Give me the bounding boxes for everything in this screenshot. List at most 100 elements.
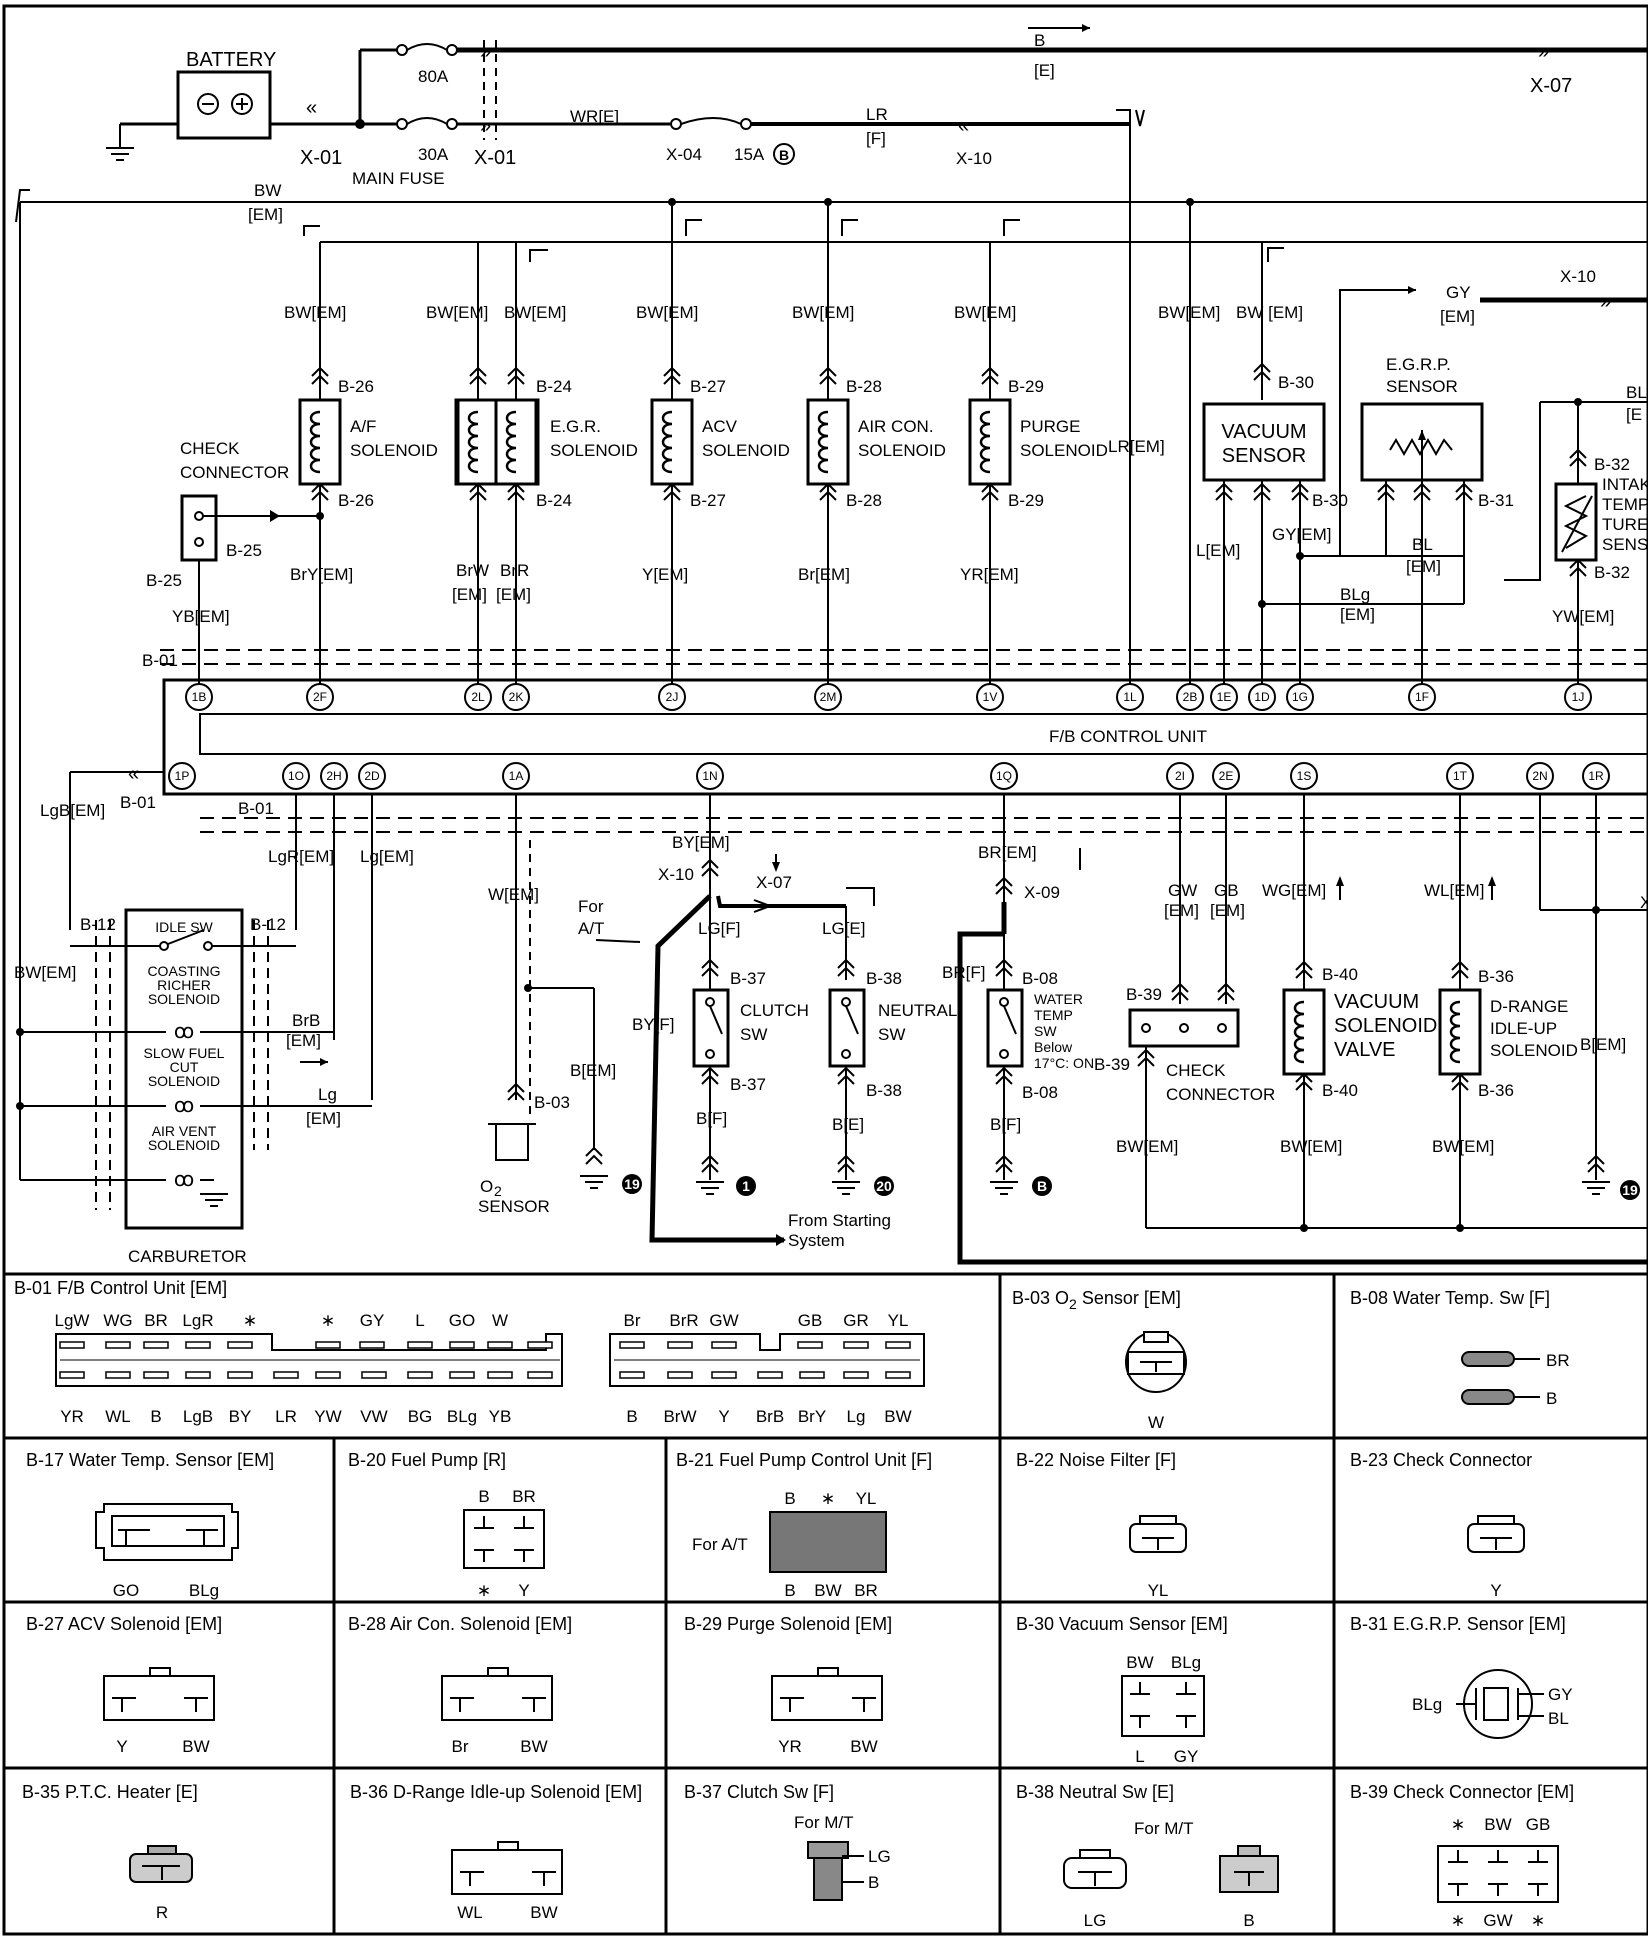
svg-text:2E: 2E xyxy=(1219,769,1234,783)
svg-text:1F: 1F xyxy=(1415,690,1429,704)
b01-pin-label: Lg xyxy=(847,1407,866,1426)
svg-text:B-37: B-37 xyxy=(730,969,766,988)
svg-text:2K: 2K xyxy=(509,690,524,704)
svg-text:BrR: BrR xyxy=(500,561,529,580)
pin-2d: 2D xyxy=(358,762,386,790)
svg-text:A/T: A/T xyxy=(578,919,604,938)
neutral-switch: LG[E] B-38 NEUTRAL SW B-38 B[E] 20 xyxy=(822,919,957,1196)
pin-2n: 2N xyxy=(1526,762,1554,790)
svg-text:GY: GY xyxy=(1548,1685,1573,1704)
b01-pin-label: YB xyxy=(489,1407,512,1426)
svg-text:BW[EM]: BW[EM] xyxy=(954,303,1016,322)
svg-text:BW[EM]: BW[EM] xyxy=(284,303,346,322)
svg-text:BW[EM]: BW[EM] xyxy=(792,303,854,322)
svg-text:BW: BW xyxy=(1126,1653,1153,1672)
svg-text:GY: GY xyxy=(1174,1747,1199,1766)
svg-text:X: X xyxy=(1640,893,1648,912)
connector-b39: B-39 Check Connector [EM] ∗ BW GB ∗ GW ∗ xyxy=(1350,1782,1574,1930)
wire-lr-em: LR[EM] xyxy=(1108,437,1165,456)
svg-text:BW: BW xyxy=(530,1903,557,1922)
b01-pin-label: LgW xyxy=(55,1311,90,1330)
svg-text:»: » xyxy=(1600,291,1611,313)
svg-text:For: For xyxy=(578,897,604,916)
pin-1s: 1S xyxy=(1290,762,1318,790)
conn-arrow-x01: « xyxy=(306,97,317,119)
connector-b08: B-08 Water Temp. Sw [F] BR B xyxy=(1350,1288,1570,1408)
svg-text:∗: ∗ xyxy=(1531,1911,1545,1930)
svg-text:B: B xyxy=(1034,31,1045,50)
svg-text:System: System xyxy=(788,1231,845,1250)
svg-text:B-27: B-27 xyxy=(690,377,726,396)
svg-text:B-40: B-40 xyxy=(1322,965,1358,984)
b01-pin-label: BR xyxy=(144,1311,168,1330)
clutch-switch: BY[EM] X-10 For A/T X-07 LG[F] B-37 BY[F… xyxy=(578,794,891,1250)
carburetor: « B-01 LgB[EM] B-01 LgR[EM] Lg[EM] B-12 … xyxy=(14,763,414,1266)
svg-text:B-24: B-24 xyxy=(536,491,572,510)
svg-text:ꝏ: ꝏ xyxy=(174,1021,194,1043)
svg-text:B-08: B-08 xyxy=(1022,969,1058,988)
check-connector-b25: CHECK CONNECTOR B-25 B-25 YB[EM] xyxy=(146,439,324,700)
check-connector-b39: GW [EM] GB [EM] B-39 B-39 CHECK CONNECTO… xyxy=(1094,794,1648,1229)
svg-text:B-03 O2 Sensor [EM]: B-03 O2 Sensor [EM] xyxy=(1012,1288,1181,1312)
svg-text:1B: 1B xyxy=(192,690,207,704)
svg-text:BW: BW xyxy=(850,1737,877,1756)
svg-text:BR: BR xyxy=(854,1581,878,1600)
svg-text:B-08 Water Temp. Sw [F]: B-08 Water Temp. Sw [F] xyxy=(1350,1288,1550,1308)
svg-text:∗: ∗ xyxy=(1451,1815,1465,1834)
svg-text:B-25: B-25 xyxy=(146,571,182,590)
svg-text:B-12: B-12 xyxy=(80,915,116,934)
svg-text:GO: GO xyxy=(113,1581,139,1600)
svg-text:D-RANGE: D-RANGE xyxy=(1490,997,1568,1016)
svg-text:E.G.R.: E.G.R. xyxy=(550,417,601,436)
svg-text:BW[EM]: BW[EM] xyxy=(1432,1137,1494,1156)
svg-text:For M/T: For M/T xyxy=(794,1813,854,1832)
svg-text:BW[EM]: BW[EM] xyxy=(1116,1137,1178,1156)
svg-text:CHECK: CHECK xyxy=(1166,1061,1226,1080)
svg-text:X-07: X-07 xyxy=(756,873,792,892)
svg-text:Br[EM]: Br[EM] xyxy=(798,565,850,584)
b01-pin-label: Br xyxy=(624,1311,641,1330)
svg-text:B[F]: B[F] xyxy=(990,1115,1021,1134)
svg-text:B-27 ACV Solenoid [EM]: B-27 ACV Solenoid [EM] xyxy=(26,1614,222,1634)
svg-text:BrB: BrB xyxy=(292,1011,320,1030)
svg-text:Y: Y xyxy=(518,1581,529,1600)
pin-2e: 2E xyxy=(1212,762,1240,790)
pin-2k: 2K xyxy=(502,683,530,711)
svg-text:LG[F]: LG[F] xyxy=(698,919,741,938)
svg-text:From Starting: From Starting xyxy=(788,1211,891,1230)
x07-label: X-07 xyxy=(1530,75,1572,97)
svg-text:BW: BW xyxy=(520,1737,547,1756)
svg-text:X-10: X-10 xyxy=(658,865,694,884)
svg-text:[E: [E xyxy=(1626,405,1642,424)
svg-text:B-31 E.G.R.P. Sensor [EM]: B-31 E.G.R.P. Sensor [EM] xyxy=(1350,1614,1566,1634)
svg-text:1G: 1G xyxy=(1292,690,1308,704)
svg-text:WATER: WATER xyxy=(1034,991,1083,1007)
svg-text:TEMP: TEMP xyxy=(1034,1007,1073,1023)
b01-pin-label: B xyxy=(150,1407,161,1426)
svg-text:2M: 2M xyxy=(820,690,837,704)
svg-text:B-27: B-27 xyxy=(690,491,726,510)
svg-text:For A/T: For A/T xyxy=(692,1535,748,1554)
svg-text:ꝏ: ꝏ xyxy=(174,1169,194,1191)
b01-pin-label: GW xyxy=(709,1311,738,1330)
svg-text:GY[EM]: GY[EM] xyxy=(1272,525,1332,544)
svg-text:Lg[EM]: Lg[EM] xyxy=(360,847,414,866)
svg-text:2F: 2F xyxy=(313,690,327,704)
svg-text:»: » xyxy=(1538,41,1549,63)
svg-text:X-10: X-10 xyxy=(1560,267,1596,286)
svg-text:SOLENOID: SOLENOID xyxy=(148,1137,220,1153)
connector-b36: B-36 D-Range Idle-up Solenoid [EM] WL BW xyxy=(350,1782,642,1922)
svg-text:»: » xyxy=(480,115,491,137)
svg-text:B-32: B-32 xyxy=(1594,563,1630,582)
svg-text:GW: GW xyxy=(1483,1911,1512,1930)
svg-text:VALVE: VALVE xyxy=(1334,1039,1396,1061)
svg-text:B: B xyxy=(784,1489,795,1508)
svg-text:B-30 Vacuum Sensor [EM]: B-30 Vacuum Sensor [EM] xyxy=(1016,1614,1228,1634)
svg-text:B-37 Clutch Sw [F]: B-37 Clutch Sw [F] xyxy=(684,1782,834,1802)
svg-text:[EM]: [EM] xyxy=(306,1109,341,1128)
svg-text:[EM]: [EM] xyxy=(1164,901,1199,920)
svg-text:BR[EM]: BR[EM] xyxy=(978,843,1037,862)
svg-text:[E]: [E] xyxy=(1034,61,1055,80)
